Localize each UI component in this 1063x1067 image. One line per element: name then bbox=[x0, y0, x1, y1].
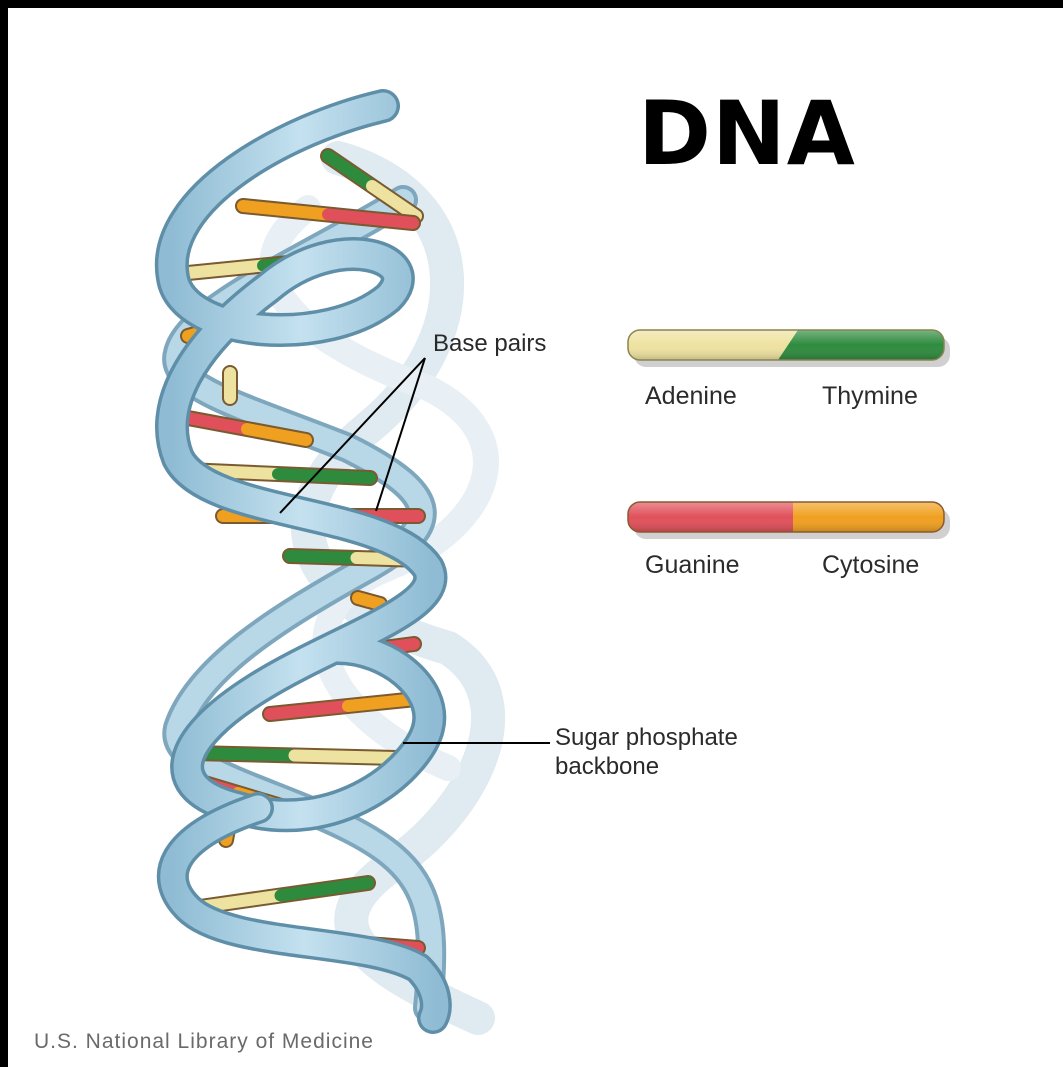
key-bar-adenine-thymine bbox=[628, 330, 950, 367]
dna-diagram bbox=[8, 8, 1063, 1067]
base-pair-c bbox=[358, 598, 380, 604]
label-sugar-line1: Sugar phosphate bbox=[555, 724, 738, 753]
diagram-title: DNA bbox=[638, 90, 856, 178]
source-credit: U.S. National Library of Medicine bbox=[34, 1030, 374, 1054]
base-pair-t-a bbox=[193, 753, 396, 758]
key-label-thymine: Thymine bbox=[822, 382, 918, 411]
label-sugar-phosphate-backbone: Sugar phosphate backbone bbox=[555, 724, 738, 782]
label-base-pairs: Base pairs bbox=[433, 330, 546, 359]
key-bar-guanine-cytosine bbox=[628, 502, 950, 539]
key-label-adenine: Adenine bbox=[645, 382, 737, 411]
key-label-cytosine: Cytosine bbox=[822, 551, 919, 580]
dna-figure: DNA Base pairs Sugar phosphate backbone … bbox=[8, 8, 1063, 1067]
base-pair-g-c bbox=[270, 698, 426, 714]
label-sugar-line2: backbone bbox=[555, 753, 738, 782]
key-label-guanine: Guanine bbox=[645, 551, 740, 580]
